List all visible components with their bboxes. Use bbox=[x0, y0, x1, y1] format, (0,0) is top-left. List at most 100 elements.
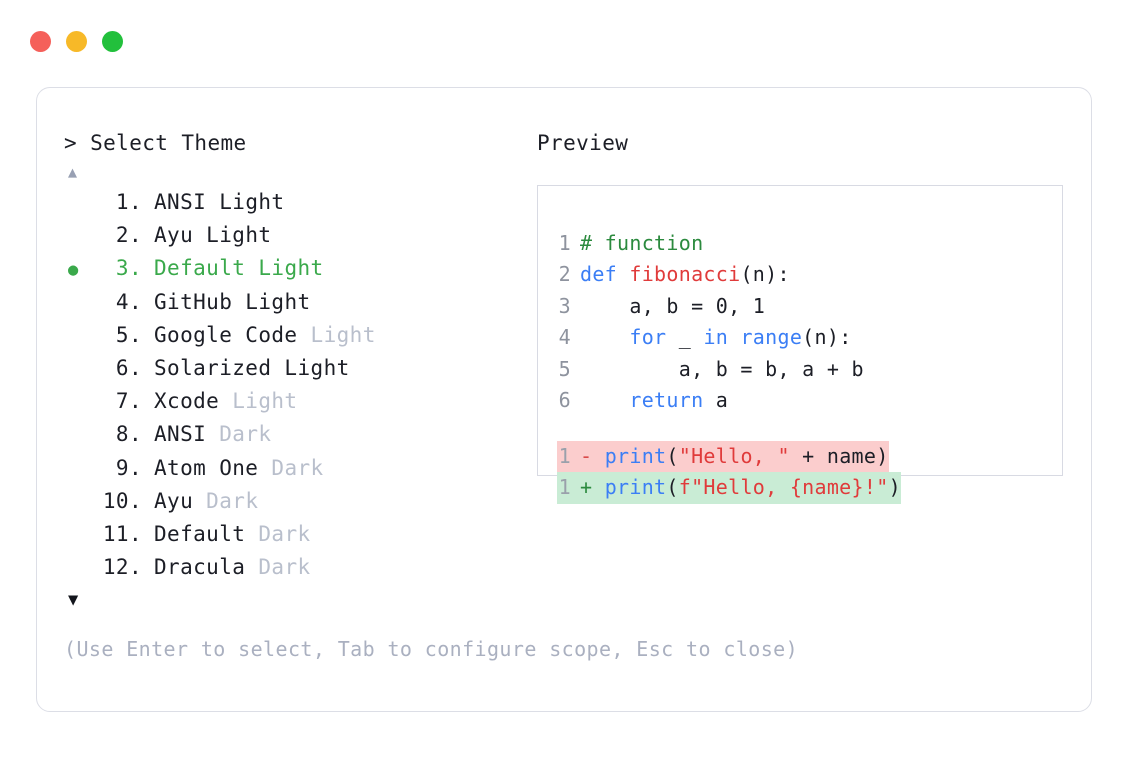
diff-line-del: 1- print("Hello, " + name) bbox=[538, 440, 1062, 473]
preview-title: Preview bbox=[537, 131, 629, 155]
theme-item-variant: Light bbox=[206, 190, 285, 214]
theme-item-label: ANSI Light bbox=[142, 186, 284, 219]
theme-item-label: Atom One Dark bbox=[142, 452, 324, 485]
code-text: # function bbox=[580, 228, 703, 259]
code-token: a, b = b, a + b bbox=[580, 356, 864, 381]
minimize-button[interactable] bbox=[66, 31, 87, 52]
theme-item-number: 3. bbox=[115, 256, 142, 281]
theme-item-name: Ayu bbox=[154, 223, 194, 248]
line-number: 5 bbox=[558, 356, 571, 381]
theme-item-name: Ayu bbox=[154, 488, 194, 513]
diff-marker: - bbox=[580, 443, 605, 468]
code-token: print bbox=[604, 443, 667, 468]
code-line: 5 a, b = b, a + b bbox=[538, 354, 1062, 385]
theme-item-label: Default Light bbox=[142, 252, 324, 285]
line-number: 3 bbox=[558, 293, 571, 318]
theme-item-variant: Light bbox=[297, 322, 376, 347]
theme-item-number: 8. bbox=[115, 422, 142, 447]
theme-item-label: Google Code Light bbox=[142, 319, 376, 352]
theme-item-variant: Light bbox=[232, 289, 311, 314]
theme-list-item[interactable]: 10.Ayu Dark bbox=[64, 485, 534, 518]
theme-list-item[interactable]: 11.Default Dark bbox=[64, 518, 534, 551]
theme-list-item[interactable]: 4.GitHub Light bbox=[64, 286, 534, 319]
theme-item-variant: Light bbox=[271, 355, 350, 380]
diff-highlight: 1 + print(f"Hello, {name}!") bbox=[557, 472, 901, 504]
theme-item-label: GitHub Light bbox=[142, 286, 311, 319]
code-text: print("Hello, " + name) bbox=[605, 441, 889, 472]
code-token: fibonacci bbox=[629, 262, 741, 287]
theme-item-number: 7. bbox=[115, 389, 142, 414]
code-token: print bbox=[604, 475, 667, 500]
theme-item-label: Xcode Light bbox=[142, 385, 297, 418]
theme-list-item[interactable]: 7.Xcode Light bbox=[64, 385, 534, 418]
code-token: return bbox=[629, 387, 704, 412]
selected-bullet-icon: ● bbox=[68, 260, 79, 281]
code-token: for bbox=[629, 325, 667, 350]
page-title: > Select Theme bbox=[64, 131, 247, 155]
theme-list-item[interactable]: 1.ANSI Light bbox=[64, 186, 534, 219]
theme-item-name: ANSI bbox=[154, 422, 207, 447]
theme-item-name: Default bbox=[154, 521, 246, 546]
code-line: 6 return a bbox=[538, 385, 1062, 416]
theme-item-number: 6. bbox=[115, 355, 142, 380]
code-token bbox=[580, 325, 629, 349]
code-token: ( bbox=[666, 475, 679, 500]
line-number: 2 bbox=[558, 262, 571, 287]
theme-item-label: Solarized Light bbox=[142, 352, 350, 385]
theme-list-item[interactable]: ● 3.Default Light bbox=[64, 252, 534, 285]
theme-item-variant: Light bbox=[193, 223, 272, 248]
theme-item-number: 10. bbox=[102, 488, 142, 513]
theme-item-name: Dracula bbox=[154, 555, 246, 580]
theme-item-name: Atom One bbox=[154, 455, 259, 480]
code-text: print(f"Hello, {name}!") bbox=[605, 472, 901, 503]
diff-highlight: 1- print("Hello, " + name) bbox=[557, 440, 889, 473]
theme-list-item[interactable]: 2. Ayu Light bbox=[64, 219, 534, 252]
code-token: _ bbox=[666, 325, 704, 350]
scroll-up-icon[interactable]: ▲ bbox=[68, 163, 78, 181]
theme-list-item[interactable]: 6.Solarized Light bbox=[64, 352, 534, 385]
theme-item-number: 2. bbox=[115, 223, 142, 248]
theme-list-item[interactable]: 12. Dracula Dark bbox=[64, 551, 534, 584]
maximize-button[interactable] bbox=[102, 31, 123, 52]
theme-item-name: Xcode bbox=[154, 389, 220, 414]
code-token: ( bbox=[666, 443, 679, 468]
code-token: in range bbox=[703, 325, 803, 350]
theme-item-variant: Dark bbox=[258, 455, 324, 480]
code-line: 4 for _ in range(n): bbox=[538, 322, 1062, 353]
theme-item-name: Google Code bbox=[154, 322, 298, 347]
line-number: 1 bbox=[558, 231, 571, 255]
line-number: 4 bbox=[558, 325, 571, 350]
code-text: for _ in range(n): bbox=[580, 322, 852, 353]
line-number: 1 bbox=[558, 475, 571, 500]
close-button[interactable] bbox=[30, 31, 51, 52]
theme-list-item[interactable]: 9.Atom One Dark bbox=[64, 452, 534, 485]
theme-item-label: Default Dark bbox=[142, 518, 311, 551]
scroll-down-icon[interactable]: ▼ bbox=[68, 590, 79, 611]
diff-marker: + bbox=[580, 475, 605, 500]
code-token: "Hello, " bbox=[678, 443, 790, 468]
code-token: f"Hello, {name}!" bbox=[678, 475, 889, 500]
theme-item-number: 12. bbox=[102, 555, 142, 580]
theme-list-item[interactable]: 5.Google Code Light bbox=[64, 319, 534, 352]
code-token: (n): bbox=[802, 325, 852, 350]
code-text: return a bbox=[580, 385, 728, 416]
code-token bbox=[580, 388, 629, 412]
code-token: (n): bbox=[740, 262, 790, 287]
code-token: + name) bbox=[789, 443, 889, 468]
theme-item-number: 1. bbox=[115, 190, 142, 214]
theme-item-variant: Dark bbox=[245, 555, 311, 580]
theme-item-number: 4. bbox=[115, 289, 142, 314]
theme-item-variant: Dark bbox=[206, 422, 272, 447]
theme-item-label: Ayu Dark bbox=[142, 485, 258, 518]
theme-item-name: GitHub bbox=[154, 289, 233, 314]
code-text: a, b = b, a + b bbox=[580, 354, 864, 385]
theme-list-item[interactable]: 8. ANSI Dark bbox=[64, 418, 534, 451]
code-token: a, b = 0, 1 bbox=[580, 293, 766, 318]
theme-item-number: 5. bbox=[115, 322, 142, 347]
